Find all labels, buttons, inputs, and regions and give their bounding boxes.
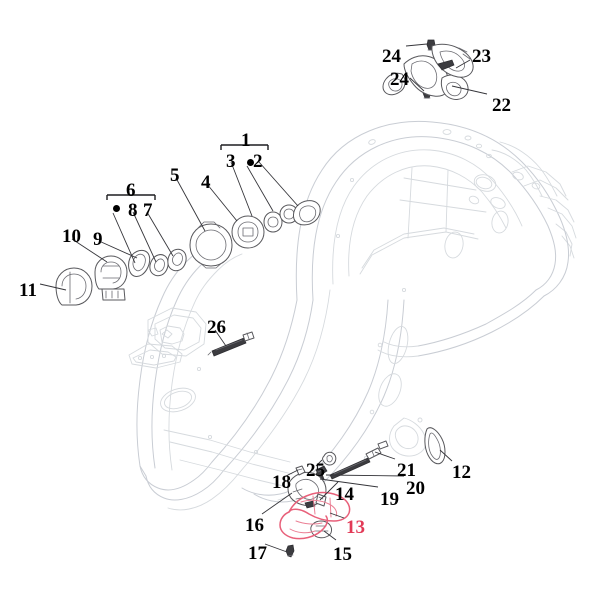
callout-number-20[interactable]: 20 [406, 478, 425, 499]
callout-number-3[interactable]: 3 [226, 151, 236, 172]
callout-number-17[interactable]: 17 [248, 543, 267, 564]
callout-number-6[interactable]: 6 [126, 180, 136, 201]
part-12-seal-ring [424, 427, 446, 465]
callout-number-14[interactable]: 14 [335, 484, 354, 505]
callout-number-15[interactable]: 15 [333, 544, 352, 565]
part-group-ignition-lock [55, 200, 321, 306]
callout-number-7[interactable]: 7 [143, 200, 153, 221]
callout-number-1[interactable]: 1 [241, 130, 251, 151]
callout-number-2[interactable]: 2 [253, 151, 263, 172]
group-1-dot [247, 159, 254, 166]
part-group-lock-assembly-top [382, 39, 474, 100]
callout-number-24[interactable]: 24 [390, 69, 409, 90]
callout-number-12[interactable]: 12 [452, 462, 471, 483]
callout-number-9[interactable]: 9 [93, 229, 103, 250]
callout-number-11[interactable]: 11 [19, 280, 37, 301]
callout-number-21[interactable]: 21 [397, 460, 416, 481]
callout-number-25[interactable]: 25 [306, 460, 325, 481]
callout-number-8[interactable]: 8 [128, 200, 138, 221]
scooter-frame-outline [128, 120, 577, 511]
group-6-dot [113, 205, 120, 212]
callout-number-5[interactable]: 5 [170, 165, 180, 186]
leader-lines [39, 43, 488, 553]
callout-number-10[interactable]: 10 [62, 226, 81, 247]
part-13-highlighted-bracket [279, 491, 351, 540]
callout-number-4[interactable]: 4 [201, 172, 211, 193]
callout-number-13[interactable]: 13 [346, 517, 365, 538]
part-group-clips [315, 451, 337, 477]
part-26-bolt [207, 331, 255, 357]
callout-number-22[interactable]: 22 [492, 95, 511, 116]
callout-number-19[interactable]: 19 [380, 489, 399, 510]
callout-number-26[interactable]: 26 [207, 317, 226, 338]
callout-number-23[interactable]: 23 [472, 46, 491, 67]
callout-number-24[interactable]: 24 [382, 46, 401, 67]
callout-number-16[interactable]: 16 [245, 515, 264, 536]
callout-number-18[interactable]: 18 [272, 472, 291, 493]
part-17-screw [285, 544, 295, 558]
